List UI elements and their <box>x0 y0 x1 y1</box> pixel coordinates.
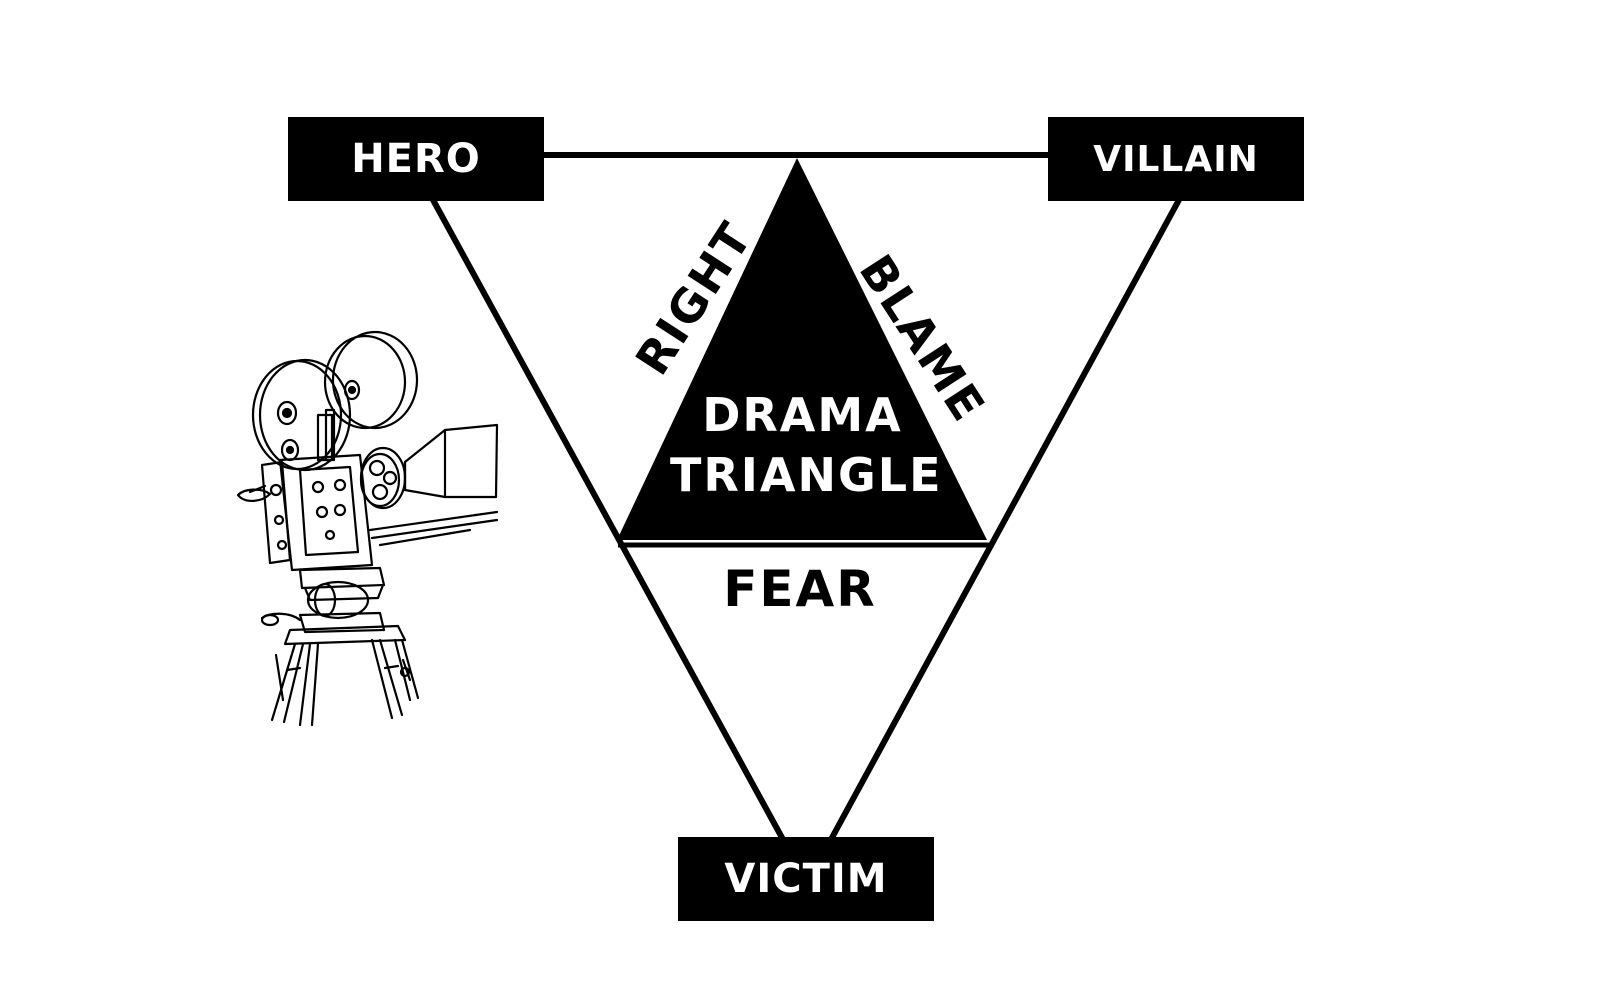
villain-label: VILLAIN <box>1093 138 1259 180</box>
villain-victim-line <box>825 196 1183 847</box>
hero-label: HERO <box>351 136 481 182</box>
inner-triangle <box>617 158 987 540</box>
fear-label: FEAR <box>723 560 877 618</box>
center-title-line-1: DRAMA <box>702 388 903 442</box>
hero-victim-line <box>429 196 789 847</box>
hero-box: HERO <box>288 117 544 201</box>
victim-box: VICTIM <box>678 837 934 921</box>
villain-box: VILLAIN <box>1048 117 1304 201</box>
center-title-line-2: TRIANGLE <box>670 448 943 502</box>
victim-label: VICTIM <box>724 856 888 902</box>
